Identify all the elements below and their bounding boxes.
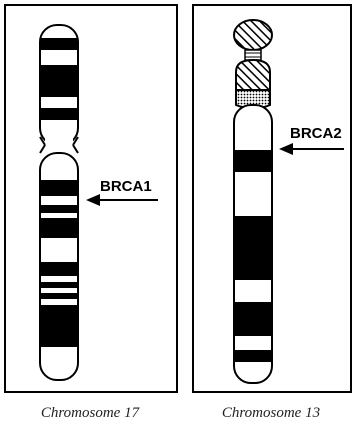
band: [234, 150, 272, 172]
band: [40, 293, 78, 299]
satellite: [234, 20, 272, 50]
band: [40, 108, 78, 120]
chromosome-17-p-arm: [40, 25, 78, 145]
brca2-pointer: [279, 143, 344, 155]
band: [40, 65, 78, 97]
panel-chromosome-13: BRCA2: [193, 5, 351, 392]
band: [40, 205, 78, 213]
panel-chromosome-17: BRCA1: [5, 5, 177, 392]
chromosome-13-p-arm: [234, 20, 272, 109]
chromosome-13-q-arm: [234, 105, 272, 383]
band: [234, 216, 272, 280]
chromosome-17-q-arm: [40, 145, 78, 380]
band: [40, 180, 78, 196]
band: [40, 262, 78, 276]
band: [40, 38, 78, 50]
band: [40, 282, 78, 288]
gene-label-brca2: BRCA2: [290, 125, 342, 142]
short-arm: [236, 60, 270, 90]
caption-chromosome-13: Chromosome 13: [186, 405, 356, 422]
band: [234, 302, 272, 336]
stalk: [245, 50, 261, 60]
band: [40, 305, 78, 347]
caption-chromosome-17: Chromosome 17: [5, 405, 175, 422]
brca1-pointer: [86, 194, 158, 206]
band: [40, 218, 78, 238]
gene-label-brca1: BRCA1: [100, 178, 152, 195]
band: [234, 350, 272, 362]
